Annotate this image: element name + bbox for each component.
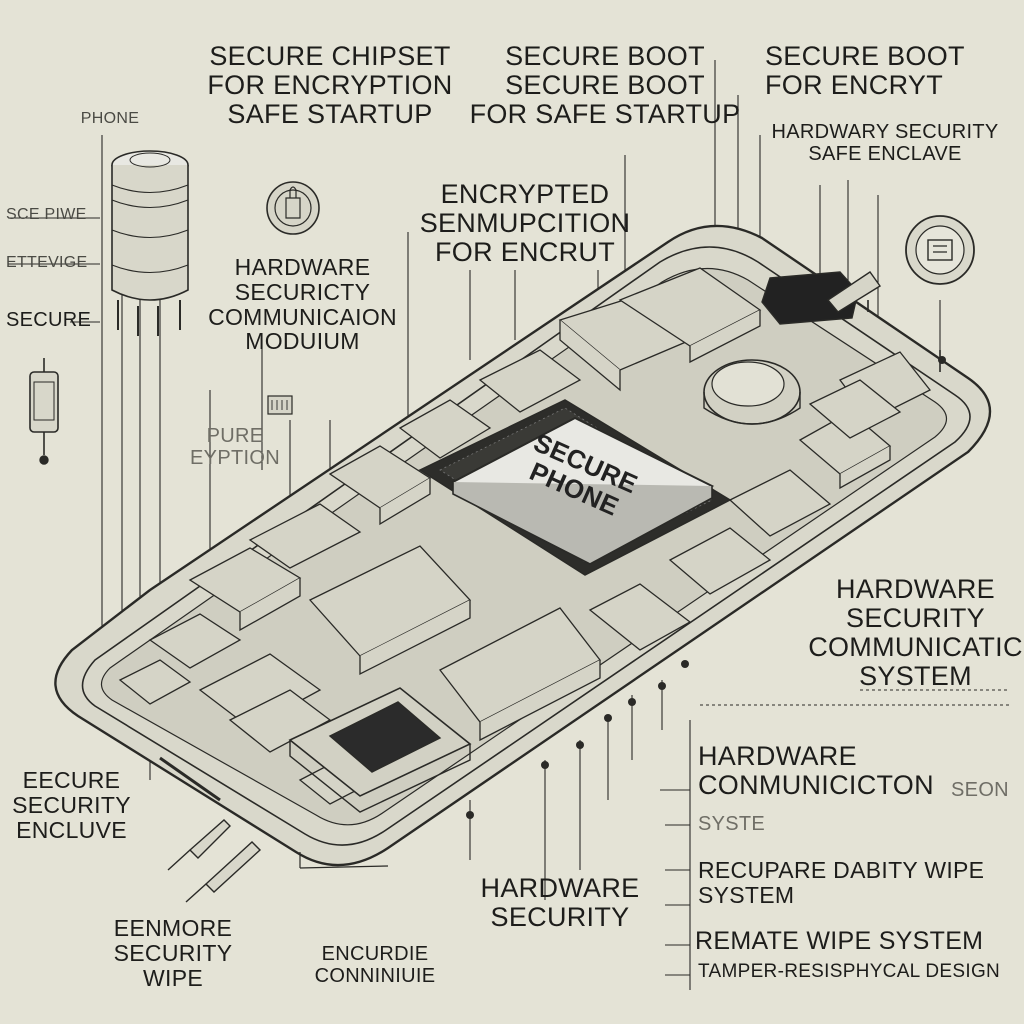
label-pure-encryption: PURE EYPTION [190, 425, 280, 469]
secure-chip [450, 416, 715, 565]
label-encrypted-comm: ENCRYPTED SENMUPCITION FOR ENCRUT [419, 179, 631, 268]
label-tamper-design: TAMPER-RESISPHYCAL DESIGN [698, 961, 1001, 982]
label-scale-1: SCE PIWE [6, 206, 87, 223]
label-hardware-enclave: HARDWARY SECURITY SAFE ENCLAVE [771, 121, 999, 165]
label-secure-left: SECURE [6, 309, 92, 331]
dark-chip [288, 687, 472, 813]
label-security-enclave: EECURE SECURITY ENCLUVE [12, 767, 131, 843]
label-hw-connection-system: SYSTE [698, 813, 766, 835]
secure-emblem-icon [905, 215, 975, 285]
label-secure-boot-right: SECURE BOOT FOR ENCRYT [765, 41, 965, 101]
label-hw-connection-faint: SEON [951, 779, 1009, 801]
stylus-probe-icon [167, 300, 941, 903]
label-encrypted-comm-bottom: ENCURDIE CONNINIUIE [314, 943, 436, 987]
label-remote-wipe: REMATE WIPE SYSTEM [695, 927, 984, 955]
label-hw-connection: HARDWARE CONMUNICICTON [698, 741, 934, 801]
label-scale-2: ETTEVIGE [6, 254, 88, 271]
label-secure-chipset: SECURE CHIPSET FOR ENCRYPTION SAFE START… [207, 41, 453, 130]
label-phone-small: PHONE [80, 110, 140, 127]
lock-badge-icon [266, 181, 320, 235]
camera-notch [761, 271, 882, 325]
label-hardware-security-bottom: HARDWARE SECURITY [480, 873, 640, 933]
round-component [703, 359, 801, 425]
board-components [118, 267, 932, 805]
label-secure-boot-center: SECURE BOOT SECURE BOOT FOR SAFE STARTUP [469, 41, 741, 130]
fuse-component-icon [111, 150, 189, 336]
leader-beads [466, 356, 946, 819]
leader-lines [8, 60, 1010, 990]
pendant-connector-icon [29, 358, 59, 465]
label-security-wipe: EENMORE SECURITY WIPE [113, 915, 233, 991]
fingerprint-chip-icon [267, 395, 293, 415]
label-hw-comm-module: HARDWARE SECURICTY COMMUNICAION MODUIUM [208, 254, 397, 355]
label-recupare-wipe: RECUPARE DABITY WIPE SYSTEM [698, 857, 985, 908]
label-hw-comm-system: HARDWARE SECURITY COMMUNICATIC SYSTEM [808, 574, 1023, 692]
